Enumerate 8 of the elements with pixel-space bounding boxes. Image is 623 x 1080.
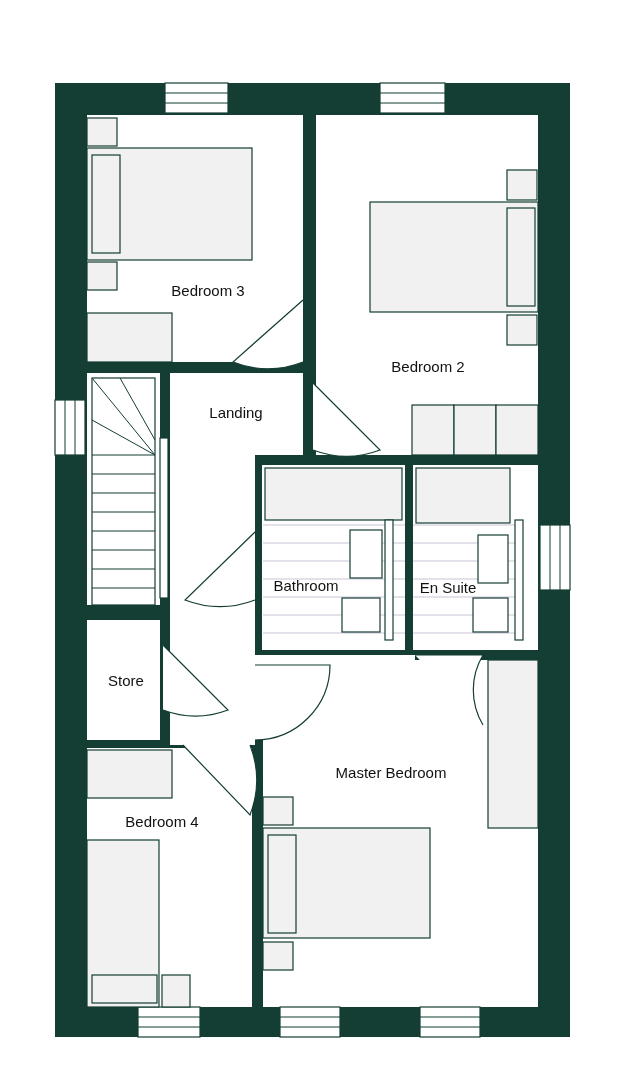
room-label: Master Bedroom (335, 763, 447, 781)
room-label: Bedroom 4 (125, 812, 199, 830)
room-label: Store (108, 671, 144, 689)
room-label: Bedroom 2 (391, 357, 465, 375)
room-label: En Suite (419, 578, 477, 596)
room-label: Bedroom 3 (171, 281, 245, 299)
room-label: Bathroom (273, 576, 339, 594)
room-label: Landing (209, 403, 263, 421)
